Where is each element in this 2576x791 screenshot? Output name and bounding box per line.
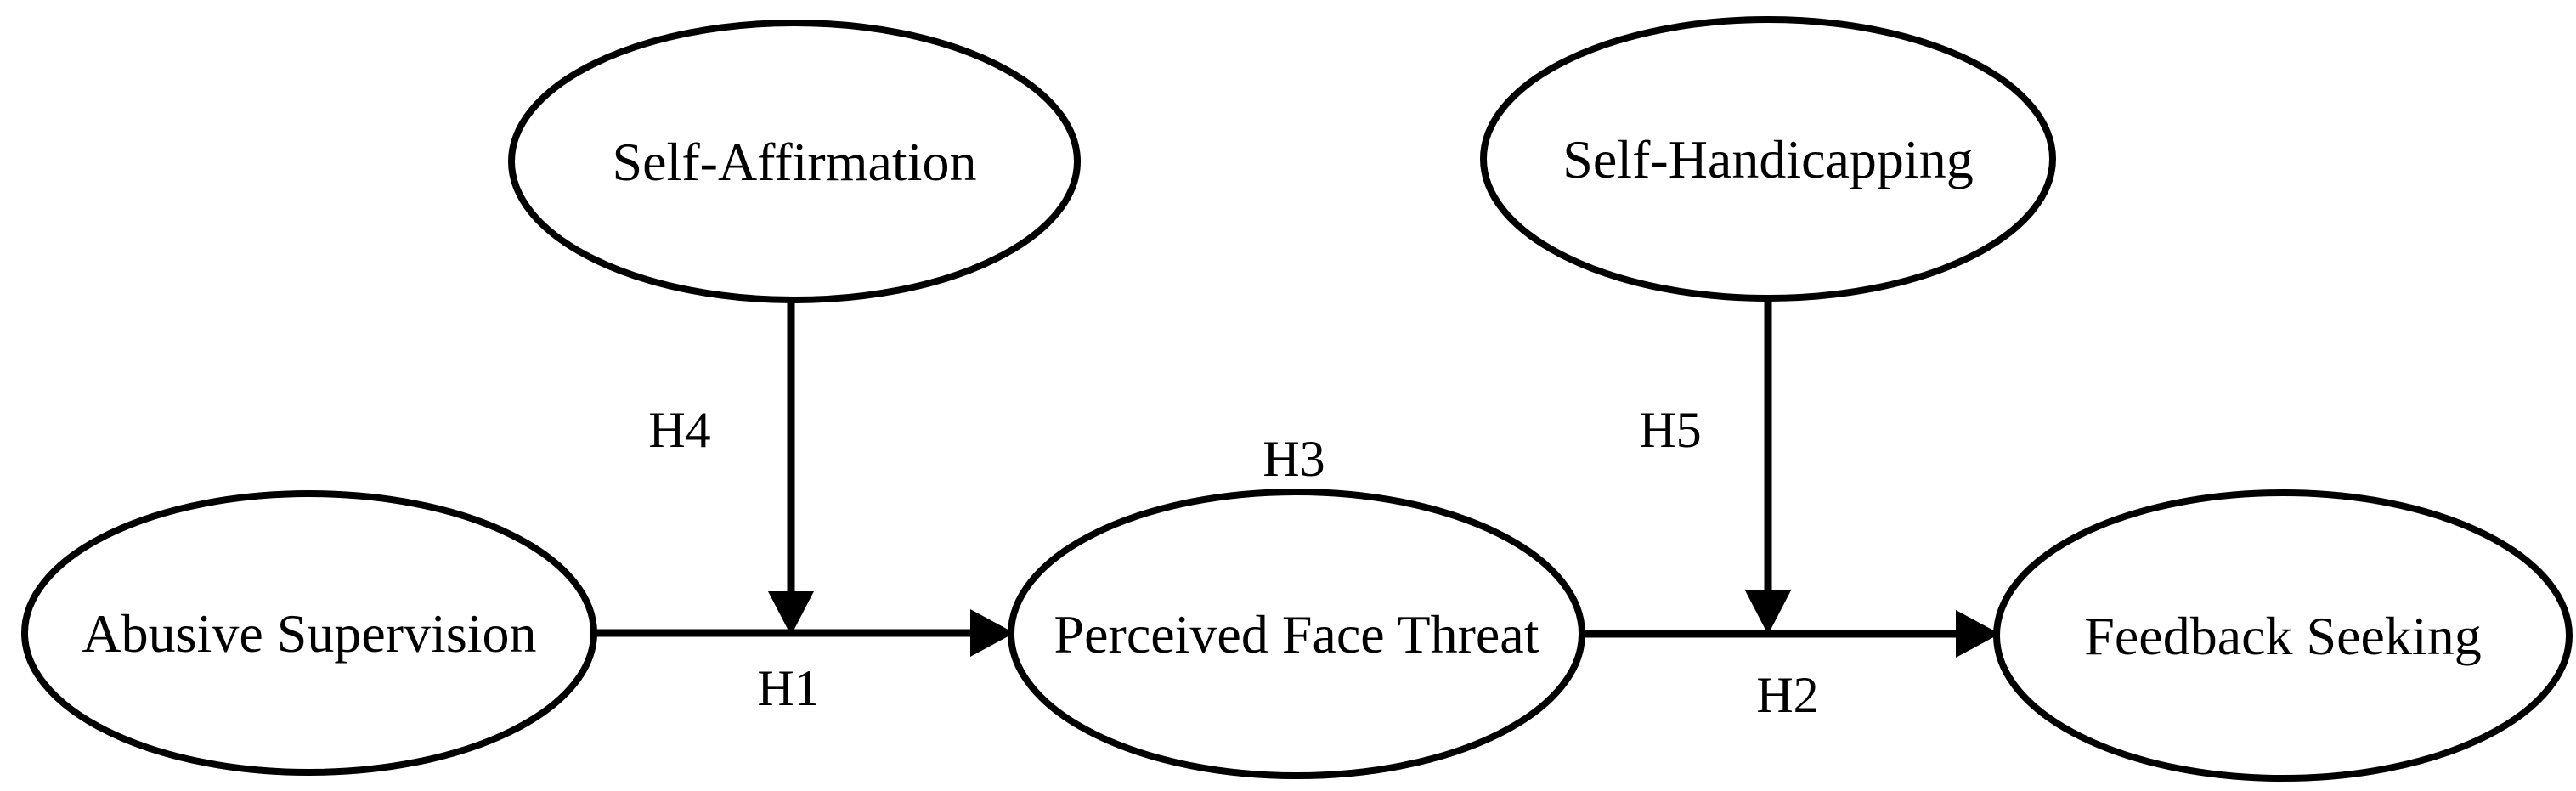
arrow-h1-head-icon bbox=[970, 609, 1014, 657]
node-label-feedback-seeking: Feedback Seeking bbox=[2084, 606, 2481, 666]
arrow-h2-head-icon bbox=[1956, 610, 2000, 658]
edge-label-h2: H2 bbox=[1756, 667, 1818, 723]
node-ellipse-self-handicapping bbox=[1480, 16, 2056, 302]
arrow-h4-head-icon bbox=[768, 591, 814, 636]
edge-label-h4: H4 bbox=[648, 402, 710, 458]
node-label-self-handicapping: Self-Handicapping bbox=[1562, 129, 1973, 189]
arrow-h5 bbox=[1745, 298, 1791, 635]
node-ellipse-perceived-face-threat bbox=[1008, 489, 1585, 779]
node-label-abusive-supervision: Abusive Supervision bbox=[82, 603, 536, 664]
arrow-h1 bbox=[594, 609, 1014, 657]
arrow-h5-head-icon bbox=[1745, 590, 1791, 635]
node-ellipse-self-affirmation bbox=[508, 20, 1081, 303]
edge-label-h5: H5 bbox=[1639, 402, 1701, 458]
node-ellipse-feedback-seeking bbox=[1993, 489, 2573, 782]
arrow-h2 bbox=[1582, 610, 2000, 658]
arrow-h4 bbox=[768, 299, 814, 636]
edge-label-h1: H1 bbox=[757, 660, 819, 716]
node-ellipse-abusive-supervision bbox=[21, 490, 597, 776]
node-label-perceived-face-threat: Perceived Face Threat bbox=[1054, 604, 1539, 664]
edge-label-h3: H3 bbox=[1263, 431, 1325, 487]
node-label-self-affirmation: Self-Affirmation bbox=[613, 132, 977, 192]
